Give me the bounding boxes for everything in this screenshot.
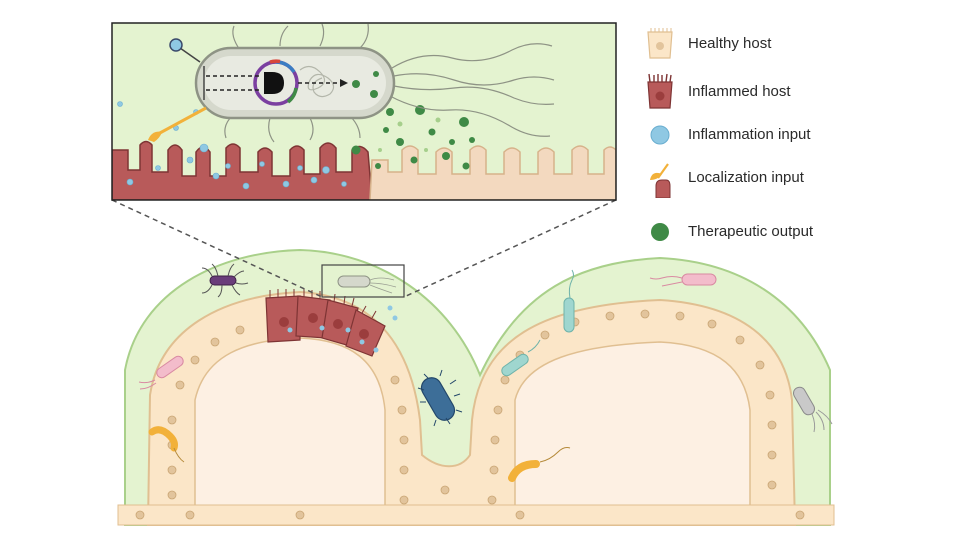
inset-inflamed-villi xyxy=(112,140,373,200)
legend-label-localization: Localization input xyxy=(688,169,804,186)
legend-item-inflammation: Inflammation input xyxy=(640,115,940,155)
genome-squiggle xyxy=(299,65,335,98)
legend-label-inflammation: Inflammation input xyxy=(688,126,811,143)
legend: Healthy host Inflammed host Inflammation… xyxy=(640,18,940,258)
legend-label-therapeutic: Therapeutic output xyxy=(688,223,814,240)
localization-input-icon xyxy=(650,163,671,198)
pink-bacterium-left xyxy=(138,355,184,390)
zoom-inset xyxy=(111,22,617,201)
legend-label-inflamed: Inflammed host xyxy=(688,83,791,100)
legend-item-inflamed: Inflammed host xyxy=(640,72,940,112)
inset-therapeutic-faint xyxy=(378,117,441,152)
teal-bacterium-mid xyxy=(501,339,541,377)
purple-bacterium xyxy=(201,263,249,298)
intestine-section xyxy=(117,248,835,526)
yellow-bacterium-left xyxy=(148,426,185,463)
base-tissue xyxy=(117,504,835,526)
blue-spiky-bacterium xyxy=(417,369,463,427)
engineered-bacterium-small xyxy=(337,275,397,294)
zoom-region-marker xyxy=(321,264,405,298)
yellow-bacterium-right xyxy=(508,447,571,482)
genetic-circuit xyxy=(253,59,299,106)
legend-label-healthy: Healthy host xyxy=(688,35,772,52)
teal-bacterium-top xyxy=(563,269,575,333)
villus-core-right xyxy=(514,341,751,526)
pink-bacterium-right xyxy=(649,273,717,287)
inflamed-host-icon xyxy=(647,73,673,109)
inset-inflammation-dots xyxy=(117,101,347,190)
signal-arrows xyxy=(206,75,340,91)
legend-item-localization: Localization input xyxy=(640,158,940,198)
healthy-host-icon xyxy=(647,28,673,59)
inflamed-cells xyxy=(265,289,398,357)
inset-healthy-villi xyxy=(369,145,616,200)
gray-bacterium-right xyxy=(793,386,833,433)
legend-item-healthy: Healthy host xyxy=(640,24,940,64)
localization-adhesin xyxy=(148,106,207,142)
inflammation-input-icon xyxy=(650,125,670,145)
therapeutic-output-icon xyxy=(651,223,669,241)
villus-core-left xyxy=(194,337,386,526)
zoom-line-right xyxy=(403,199,617,298)
zoom-line-left xyxy=(111,199,323,298)
legend-item-therapeutic: Therapeutic output xyxy=(640,212,940,252)
inflammation-receptor xyxy=(169,38,183,52)
healthy-nuclei xyxy=(135,309,805,520)
